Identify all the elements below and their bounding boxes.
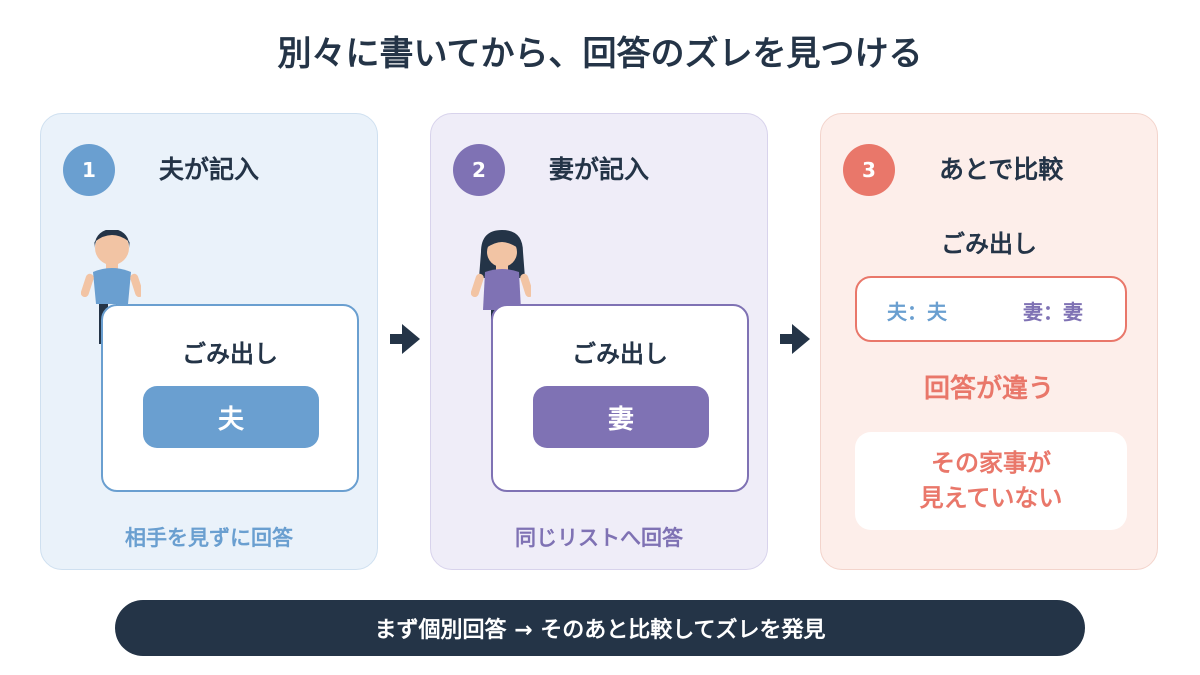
answer-sheet: ごみ出し 妻 — [491, 304, 749, 492]
step-card-wife: 2 妻が記入 ごみ出し 妻 同じリストへ回答 — [430, 113, 768, 570]
step-caption: 相手を見ずに回答 — [125, 526, 293, 550]
wife-answer: 妻：妻 — [1023, 300, 1083, 324]
answer-sheet: ごみ出し 夫 — [101, 304, 359, 492]
step-number-badge: 2 — [453, 144, 505, 196]
arrow-right-icon — [780, 324, 810, 354]
comparison-box: 夫：夫 妻：妻 — [855, 276, 1127, 342]
step-number-badge: 1 — [63, 144, 115, 196]
step-caption: 同じリストへ回答 — [515, 526, 683, 550]
wife-person-icon — [471, 230, 531, 344]
step-card-husband: 1 夫が記入 ごみ出し 夫 相手を見ずに回答 — [40, 113, 378, 570]
chore-label: ごみ出し — [182, 340, 278, 368]
step-title: 妻が記入 — [549, 155, 650, 184]
chore-label: ごみ出し — [572, 340, 668, 368]
arrow-right-icon — [390, 324, 420, 354]
husband-answer: 夫：夫 — [887, 300, 947, 324]
step-card-compare: 3 あとで比較 ごみ出し 夫：夫 妻：妻 回答が違う その家事が 見えていない — [820, 113, 1158, 570]
step-title: 夫が記入 — [159, 155, 260, 184]
answer-pill: 妻 — [533, 386, 709, 448]
summary-bar: まず個別回答 → そのあと比較してズレを発見 — [115, 600, 1085, 656]
step-title: あとで比較 — [939, 155, 1064, 184]
insight-line: その家事が — [931, 449, 1051, 478]
answer-pill: 夫 — [143, 386, 319, 448]
step-number-badge: 3 — [843, 144, 895, 196]
page-title: 別々に書いてから、回答のズレを見つける — [277, 34, 923, 74]
insight-line: 見えていない — [919, 484, 1063, 512]
chore-label: ごみ出し — [941, 230, 1037, 258]
result-text: 回答が違う — [923, 374, 1054, 404]
insight-box: その家事が 見えていない — [855, 432, 1127, 530]
